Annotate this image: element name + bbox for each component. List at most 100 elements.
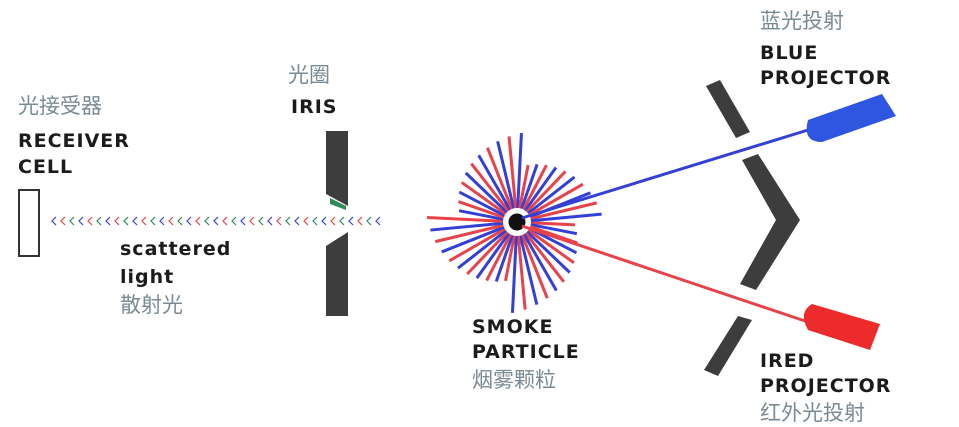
blue-en-label-2: PROJECTOR — [760, 67, 891, 89]
smoke-particle — [505, 210, 529, 234]
scatter-ray — [510, 235, 518, 313]
scatter-arrow — [375, 216, 381, 226]
receiver-en-label-1: RECEIVER — [18, 130, 130, 152]
iris-lower-blade — [326, 232, 348, 316]
scatter-ray — [457, 200, 505, 219]
scatter-ray — [530, 221, 576, 227]
scatter-arrow — [123, 216, 129, 226]
scatter-arrow — [330, 216, 336, 226]
scatter-ray — [522, 233, 558, 292]
scatter-arrow — [195, 216, 201, 226]
smoke-en-label-2: PARTICLE — [472, 341, 580, 363]
scatter-arrow — [114, 216, 120, 226]
scatter-ray — [528, 182, 584, 217]
scatter-ray — [460, 181, 507, 216]
scatter-ray — [518, 235, 539, 306]
iris-upper-blade — [326, 131, 348, 206]
iris — [326, 131, 348, 316]
scatter-ray — [530, 223, 578, 236]
scatter-arrow — [159, 216, 165, 226]
scatter-arrow — [303, 216, 309, 226]
scatter-ray — [527, 228, 575, 264]
scatter-arrow — [258, 216, 264, 226]
scatter-arrow — [186, 216, 192, 226]
scatter-ray — [507, 136, 518, 209]
scatter-ray — [477, 154, 512, 211]
scatter-ray — [486, 147, 514, 210]
blue-en-label-1: BLUE — [760, 42, 818, 64]
blue-beam — [521, 128, 809, 220]
scatter-ray — [470, 162, 510, 212]
scatter-arrow — [312, 216, 318, 226]
scatter-ray — [494, 234, 514, 282]
scatter-ray — [530, 212, 602, 223]
scatter-ray — [522, 164, 548, 211]
scatter-arrow — [339, 216, 345, 226]
scatter-arrow — [141, 216, 147, 226]
scatter-arrow — [267, 216, 273, 226]
scattered-cn-label: 散射光 — [120, 293, 183, 317]
iris-accent — [330, 198, 346, 210]
scatter-ray — [529, 225, 578, 245]
scatter-arrow — [357, 216, 363, 226]
receiver-en-label-2: CELL — [18, 156, 73, 178]
scatter-ray — [466, 231, 509, 276]
scatter-ray — [496, 140, 516, 209]
ired-en-label-2: PROJECTOR — [760, 375, 891, 397]
baffle-bottom — [704, 316, 752, 376]
baffle-middle — [740, 154, 800, 290]
scatter-ray — [485, 233, 512, 282]
blue-cn-label: 蓝光投射 — [760, 9, 844, 33]
receiver-cell — [18, 189, 40, 257]
scatter-arrow — [87, 216, 93, 226]
baffle-top — [706, 80, 750, 138]
scatter-arrow — [150, 216, 156, 226]
scatter-ray — [516, 235, 527, 310]
scatter-ray — [523, 166, 558, 212]
scatter-arrow — [213, 216, 219, 226]
scatter-ray — [434, 223, 504, 244]
scatter-ray — [475, 232, 511, 279]
scatter-arrow — [231, 216, 237, 226]
scatter-ray — [524, 232, 566, 283]
scattered-en-label-1: scattered — [120, 238, 231, 260]
scatter-arrow — [96, 216, 102, 226]
scatter-ray — [526, 230, 571, 274]
scatter-ray — [518, 164, 530, 209]
scatter-arrow — [60, 216, 66, 226]
scatter-arrow — [285, 216, 291, 226]
scattered-en-label-2: light — [120, 266, 174, 288]
receiver-cn-label: 光接受器 — [18, 94, 102, 118]
scatter-arrow — [51, 216, 57, 226]
scatter-arrow — [348, 216, 354, 226]
scatter-ray — [464, 171, 508, 214]
scatter-arrow — [177, 216, 183, 226]
scatter-arrow — [204, 216, 210, 226]
ired-en-label-1: IRED — [760, 350, 814, 372]
scatter-arrow — [69, 216, 75, 226]
scatter-ray — [520, 234, 549, 299]
scattered-light-arrows — [51, 216, 381, 226]
scatter-arrow — [105, 216, 111, 226]
scatter-ray — [458, 209, 504, 221]
scatter-arrow — [168, 216, 174, 226]
scatter-ray — [504, 235, 516, 282]
scatter-ray — [430, 221, 504, 232]
ired-cn-label: 红外光投射 — [760, 401, 865, 425]
scatter-ray — [530, 201, 598, 221]
scatter-arrow — [276, 216, 282, 226]
scatter-ray — [457, 229, 507, 270]
scatter-ray — [520, 163, 539, 210]
smoke-en-label-1: SMOKE — [472, 316, 553, 338]
iris-cn-label: 光圈 — [288, 63, 330, 87]
scatter-arrow — [366, 216, 372, 226]
scatter-arrow — [132, 216, 138, 226]
scatter-arrow — [240, 216, 246, 226]
red-beam — [521, 224, 809, 324]
scatter-ray — [516, 133, 523, 209]
blue-projector — [806, 94, 896, 142]
scatter-arrow — [222, 216, 228, 226]
scatter-ray — [527, 175, 576, 215]
scatter-ray — [427, 216, 504, 223]
